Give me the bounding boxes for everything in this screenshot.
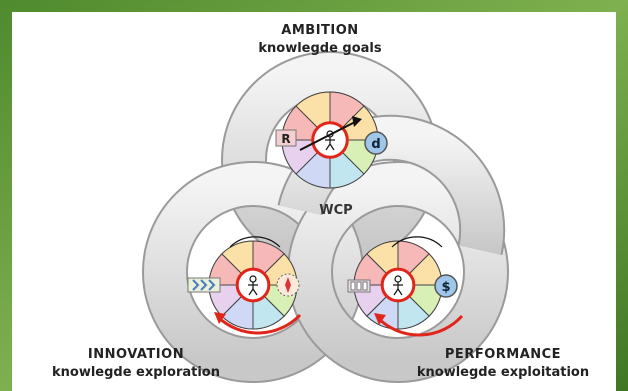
innovation-arrowhead bbox=[214, 312, 226, 324]
r-node-label: R bbox=[281, 132, 290, 146]
performance-lobe bbox=[289, 163, 507, 381]
ambition-subtitle: knowlegde goals bbox=[258, 41, 382, 56]
innovation-extras bbox=[187, 236, 302, 335]
performance-subtitle: knowlegde exploitation bbox=[416, 365, 590, 380]
d-node bbox=[364, 131, 388, 155]
innovation-heading: INNOVATION knowlegde exploration bbox=[22, 346, 250, 382]
r-node-box bbox=[275, 129, 297, 147]
performance-extras: $ bbox=[347, 236, 464, 337]
performance-top-arc bbox=[391, 236, 443, 248]
performance-heading: PERFORMANCE knowlegde exploitation bbox=[388, 346, 618, 382]
d-node-label: d bbox=[371, 137, 380, 152]
innovation-top-arc bbox=[229, 236, 281, 248]
ambition-heading: AMBITION knowlegde goals bbox=[220, 22, 420, 58]
innovation-title: INNOVATION bbox=[87, 347, 185, 362]
innovation-wheel bbox=[208, 240, 298, 330]
person-icon bbox=[248, 275, 258, 296]
innovation-cycle-arrow bbox=[216, 313, 302, 335]
ambition-arrowhead bbox=[352, 116, 362, 127]
dollar-node-label: $ bbox=[441, 280, 450, 295]
performance-arrowhead bbox=[374, 313, 386, 325]
queue-slot-1 bbox=[350, 281, 356, 291]
innovation-lobe bbox=[144, 163, 362, 381]
chevron-arrows-icon bbox=[192, 279, 216, 291]
ambition-title: AMBITION bbox=[281, 23, 359, 38]
chevron-input-box bbox=[187, 277, 221, 293]
dollar-node bbox=[434, 274, 458, 298]
wcp-label: WCP bbox=[319, 203, 352, 218]
performance-cycle-arrow bbox=[376, 314, 464, 337]
ambition-extras: R d bbox=[275, 116, 388, 155]
queue-slot-2 bbox=[356, 281, 362, 291]
trefoil-knot bbox=[142, 51, 509, 383]
queue-slot-3 bbox=[362, 281, 368, 291]
ambition-arrow bbox=[299, 121, 356, 151]
innovation-subtitle: knowlegde exploration bbox=[51, 365, 220, 380]
compass-needle-icon bbox=[285, 277, 291, 293]
performance-title: PERFORMANCE bbox=[444, 347, 562, 362]
person-icon bbox=[393, 275, 403, 296]
